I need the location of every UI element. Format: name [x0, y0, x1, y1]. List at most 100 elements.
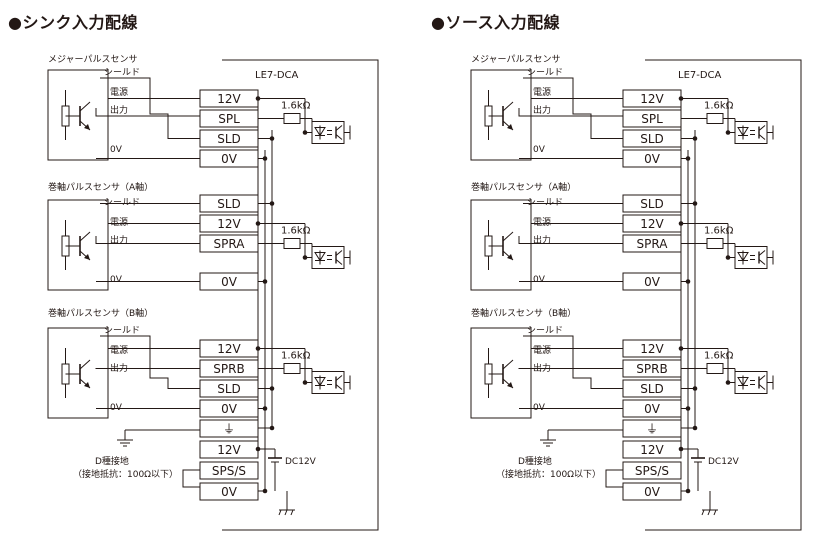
sensor-wire-label: 出力	[110, 234, 128, 246]
resistor-1k6	[706, 238, 724, 249]
junction-dot	[262, 488, 268, 494]
sensor-wire-label: 電源	[533, 345, 551, 356]
wire	[701, 509, 705, 516]
terminal-label-spra: SPRA	[637, 237, 669, 251]
wire	[335, 125, 343, 131]
resistor-1k6	[283, 113, 301, 124]
wire	[502, 231, 514, 242]
led-icon	[314, 377, 326, 387]
power-terminal-label: SPS/S	[635, 464, 669, 478]
output-wire	[95, 108, 200, 117]
sensor-box	[47, 69, 109, 161]
terminal-label-12v: 12V	[640, 217, 664, 231]
power-terminal-label: 0V	[221, 485, 238, 499]
transistor-emitter-arrow	[507, 254, 513, 260]
sensor-wire-label: 電源	[110, 87, 128, 98]
output-wire	[95, 236, 200, 244]
sensor-box	[47, 199, 109, 291]
ground-note: （接地抵抗：100Ω以下）	[73, 468, 178, 480]
resistor-label: 1.6kΩ	[281, 101, 311, 112]
device-name: LE7-DCA	[255, 70, 299, 81]
wire	[335, 250, 343, 256]
shield-wire	[523, 77, 623, 139]
device-name: LE7-DCA	[678, 70, 722, 81]
wire	[335, 384, 343, 390]
device-enclosure	[222, 59, 379, 531]
shield-wire	[100, 335, 200, 389]
terminal-label-0v: 0V	[644, 275, 661, 289]
sink-wiring-diagram: LE7-DCAメジャーパルスセンサ12VSPLSLD0Vシールド電源出力0V1.…	[47, 54, 379, 531]
sensor-wire-label: 出力	[533, 234, 551, 246]
sensor-name: 巻軸パルスセンサ（A軸）	[48, 181, 153, 193]
sensor-box	[47, 327, 109, 419]
jumper-wire	[605, 469, 623, 488]
sensor-name: 巻軸パルスセンサ（A軸）	[471, 181, 576, 193]
sensor-box	[470, 327, 532, 419]
output-wire	[518, 236, 623, 244]
terminal-label-0v: 0V	[644, 402, 661, 416]
output-wire	[518, 368, 623, 369]
resistor-1k6	[706, 113, 724, 124]
led-icon	[314, 127, 326, 137]
wire	[758, 250, 766, 256]
wire	[284, 509, 288, 516]
resistor-1k6	[706, 363, 724, 374]
terminal-label-sld: SLD	[217, 197, 241, 211]
terminal-label-sprb: SPRB	[636, 362, 667, 376]
output-wire	[518, 108, 623, 117]
terminal-label-sld: SLD	[640, 197, 664, 211]
ground-note: （接地抵抗：100Ω以下）	[496, 468, 601, 480]
junction-dot	[725, 130, 731, 135]
sensor-box	[470, 69, 532, 161]
title-sink-wiring: ●シンク入力配線	[8, 13, 138, 32]
terminal-label-12v: 12V	[640, 92, 664, 106]
supply-label: DC12V	[285, 457, 317, 467]
wire	[290, 509, 294, 516]
resistor-label: 1.6kΩ	[281, 351, 311, 362]
terminal-label-sprb: SPRB	[213, 362, 244, 376]
shield-wire	[100, 77, 200, 139]
optocoupler-body	[734, 371, 768, 394]
resistor-label: 1.6kΩ	[704, 351, 734, 362]
wire	[758, 259, 766, 265]
sensor-name: メジャーパルスセンサ	[471, 54, 560, 65]
ground-label: D種接地	[95, 455, 129, 467]
sensor-name: メジャーパルスセンサ	[48, 54, 137, 65]
led-icon	[737, 377, 749, 387]
sensor-wire-label: 0V	[533, 275, 546, 285]
led-icon	[314, 252, 326, 262]
sensor-wire-label: シールド	[104, 68, 140, 78]
sensor-wire-label: 0V	[110, 145, 123, 155]
sensor-name: 巻軸パルスセンサ（B軸）	[48, 307, 153, 319]
terminal-label-12v: 12V	[217, 217, 241, 231]
junction-dot	[269, 425, 275, 431]
terminal-label-spra: SPRA	[214, 237, 246, 251]
wire	[79, 359, 91, 370]
power-terminal-label: 0V	[644, 485, 661, 499]
transistor-emitter-arrow	[84, 254, 90, 260]
junction-dot	[725, 380, 731, 385]
sensor-wire-label: 0V	[533, 145, 546, 155]
power-terminal-label: 12V	[217, 443, 241, 457]
optocoupler-body	[734, 246, 768, 269]
wire	[713, 509, 717, 516]
wire	[335, 134, 343, 140]
wire	[758, 375, 766, 381]
terminal-label-sld: SLD	[217, 382, 241, 396]
junction-dot	[302, 380, 308, 385]
ground-label: D種接地	[518, 455, 552, 467]
junction-dot	[685, 488, 691, 494]
power-terminal-label: SPS/S	[212, 464, 246, 478]
sensor-wire-label: 電源	[110, 217, 128, 228]
wire	[502, 101, 514, 112]
terminal-label-0v: 0V	[221, 402, 238, 416]
wire	[278, 509, 282, 516]
terminal-label-sld: SLD	[640, 132, 664, 146]
optocoupler-body	[311, 121, 345, 144]
power-terminal-label: 12V	[640, 443, 664, 457]
power-terminal-label: ⏚	[646, 422, 658, 436]
optocoupler-body	[311, 246, 345, 269]
terminal-label-0v: 0V	[221, 152, 238, 166]
junction-dot	[302, 130, 308, 135]
transistor-emitter-arrow	[84, 382, 90, 388]
